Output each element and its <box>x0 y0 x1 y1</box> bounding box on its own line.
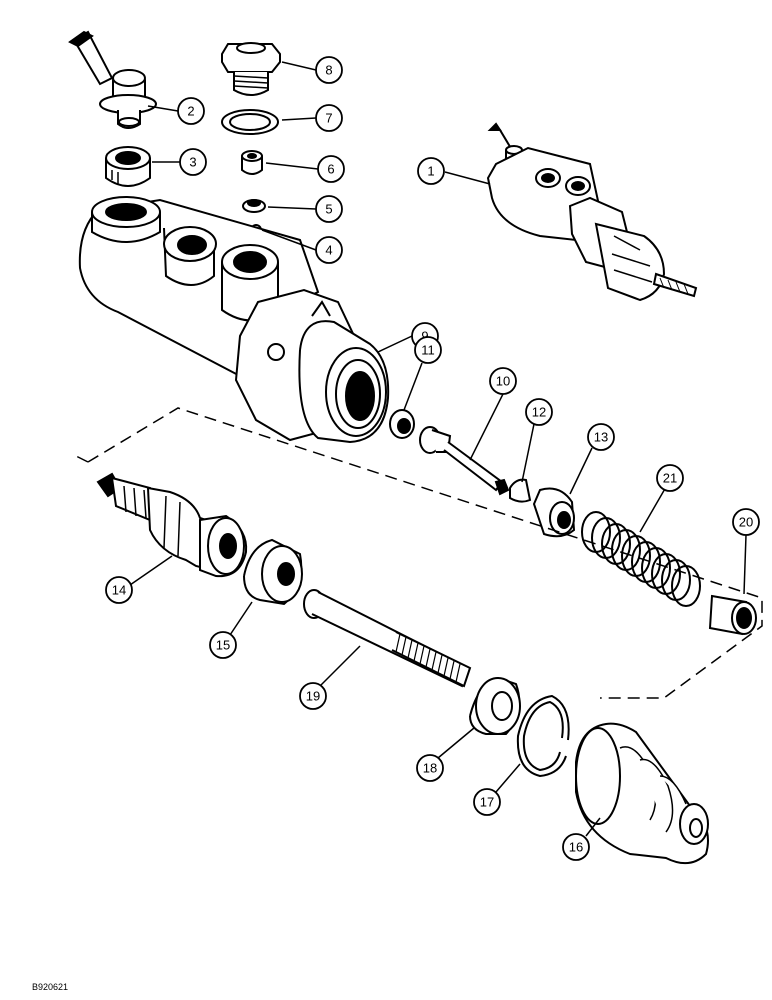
callout-5: 5 <box>315 195 343 223</box>
part-11-seal <box>389 409 415 439</box>
svg-text:21: 21 <box>663 471 677 486</box>
callout-6: 6 <box>317 155 345 183</box>
svg-text:16: 16 <box>569 840 583 855</box>
subassembly-dashed-outline-left <box>75 455 89 463</box>
part-2-bleeder-fitting <box>68 30 157 129</box>
svg-text:17: 17 <box>480 795 494 810</box>
callout-2: 2 <box>177 97 205 125</box>
callout-13: 13 <box>587 423 615 451</box>
callouts: 1 2 3 4 5 6 7 8 <box>105 56 760 861</box>
svg-text:18: 18 <box>423 761 437 776</box>
callout-12: 12 <box>525 398 553 426</box>
svg-text:1: 1 <box>427 164 434 179</box>
part-6-valve-seat <box>241 150 263 175</box>
callout-4: 4 <box>315 236 343 264</box>
part-12-clip <box>509 478 532 503</box>
svg-text:6: 6 <box>327 162 334 177</box>
leader-lines <box>129 61 747 837</box>
callout-21: 21 <box>656 464 684 492</box>
part-15-cup-seal <box>243 538 303 606</box>
callout-15: 15 <box>209 631 237 659</box>
drawing-code: B920621 <box>32 982 68 992</box>
callout-3: 3 <box>179 148 207 176</box>
callout-19: 19 <box>299 682 327 710</box>
part-14-piston <box>96 472 248 578</box>
svg-text:20: 20 <box>739 515 753 530</box>
svg-text:14: 14 <box>112 583 126 598</box>
part-10-valve-stem <box>419 426 510 496</box>
svg-text:5: 5 <box>325 202 332 217</box>
part-9-cylinder-body <box>78 196 390 444</box>
svg-text:11: 11 <box>421 343 435 358</box>
part-19-push-rod <box>303 589 472 688</box>
part-3-bushing <box>105 146 151 187</box>
svg-text:4: 4 <box>325 243 332 258</box>
part-21-spring <box>581 511 701 607</box>
callout-10: 10 <box>489 367 517 395</box>
svg-text:19: 19 <box>306 689 320 704</box>
callout-20: 20 <box>732 508 760 536</box>
svg-text:10: 10 <box>496 374 510 389</box>
callout-11: 11 <box>414 336 442 364</box>
part-20-sleeve <box>708 594 757 636</box>
part-16-boot <box>575 722 709 865</box>
part-1-assembly <box>486 122 698 302</box>
svg-text:3: 3 <box>189 155 196 170</box>
svg-text:9: 9 <box>421 329 428 344</box>
part-7-washer <box>221 109 279 135</box>
svg-text:15: 15 <box>216 638 230 653</box>
part-5-seal <box>242 199 266 213</box>
callout-17: 17 <box>473 788 501 816</box>
part-17-snap-ring <box>516 694 570 778</box>
part-8-plug <box>221 42 281 96</box>
part-18-washer <box>469 676 521 735</box>
callout-14: 14 <box>105 576 133 604</box>
subassembly-dashed-outline <box>87 407 763 699</box>
svg-text:8: 8 <box>325 63 332 78</box>
svg-text:13: 13 <box>594 430 608 445</box>
callout-16: 16 <box>562 833 590 861</box>
callout-18: 18 <box>416 754 444 782</box>
callout-7: 7 <box>315 104 343 132</box>
svg-text:2: 2 <box>187 104 194 119</box>
part-13-spring-seat <box>532 487 576 538</box>
svg-text:12: 12 <box>532 405 546 420</box>
callout-1: 1 <box>417 157 445 185</box>
svg-text:7: 7 <box>325 111 332 126</box>
callout-8: 8 <box>315 56 343 84</box>
